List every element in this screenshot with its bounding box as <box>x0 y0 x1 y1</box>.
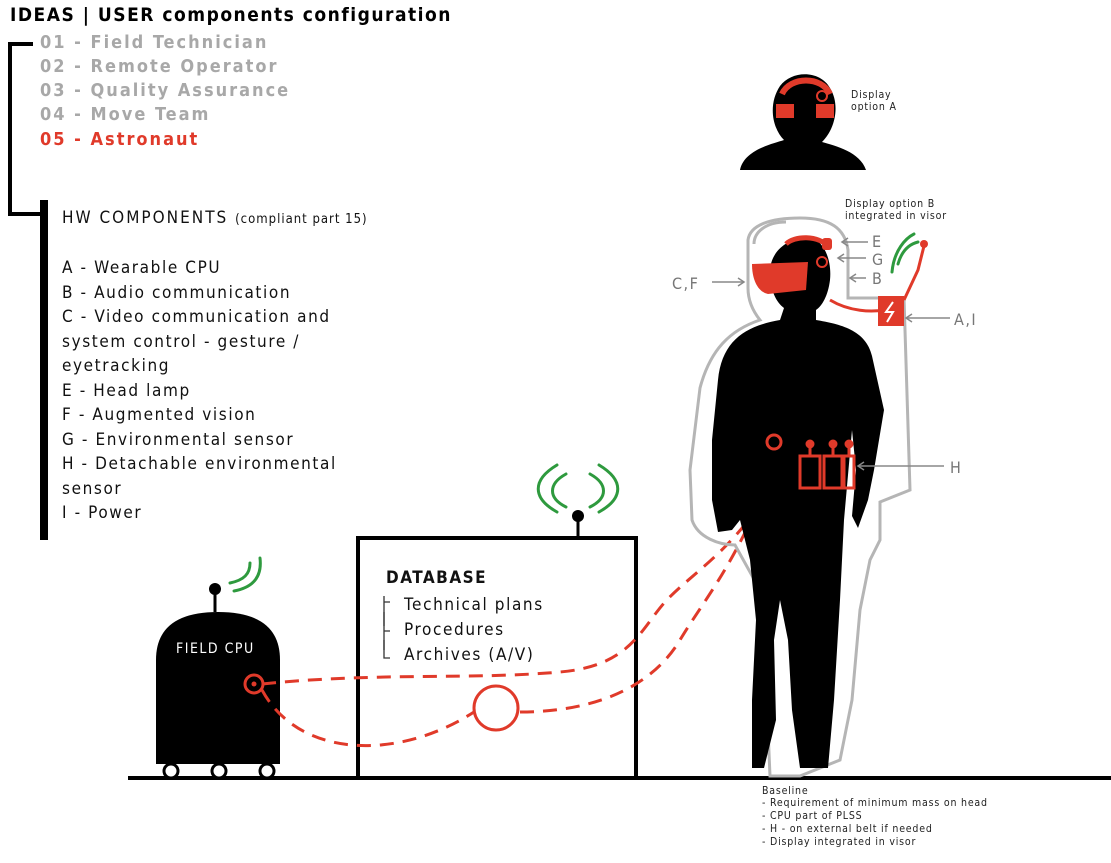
callout-h: H <box>950 458 963 477</box>
network-node <box>472 684 520 732</box>
display-option-b-label-2: integrated in visor <box>845 210 947 222</box>
callout-g: G <box>872 250 885 269</box>
ground-line <box>128 776 1111 780</box>
display-option-a-head <box>740 74 866 170</box>
baseline-item: - H - on external belt if needed <box>762 823 933 835</box>
plss-unit <box>829 240 928 326</box>
field-cpu-label: FIELD CPU <box>176 641 255 657</box>
hw-item: C - Video communication and <box>62 307 331 327</box>
role-field-technician[interactable]: 01 - Field Technician <box>40 32 269 53</box>
helmet-display-visor <box>752 220 832 294</box>
database-title: DATABASE <box>386 568 488 588</box>
role-quality-assurance[interactable]: 03 - Quality Assurance <box>40 80 291 101</box>
hw-item: H - Detachable environmental <box>62 454 337 474</box>
role-bracket <box>8 42 40 216</box>
database-item: Procedures <box>404 620 505 640</box>
baseline-item: - CPU part of PLSS <box>762 810 863 822</box>
astronaut-body <box>712 237 884 769</box>
callout-arrows <box>712 237 950 471</box>
role-remote-operator[interactable]: 02 - Remote Operator <box>40 56 279 77</box>
callout-e: E <box>872 232 883 251</box>
role-move-team[interactable]: 04 - Move Team <box>40 104 211 125</box>
baseline-item: - Requirement of minimum mass on head <box>762 797 988 809</box>
belt-sensor-h <box>765 433 856 490</box>
field-cpu-signal-icon <box>228 556 262 593</box>
hw-item: E - Head lamp <box>62 381 191 401</box>
baseline-title: Baseline <box>762 785 809 797</box>
hw-item: sensor <box>62 479 123 499</box>
hw-components-bar <box>40 200 48 540</box>
database-item: Technical plans <box>404 595 544 615</box>
hw-item: I - Power <box>62 503 143 523</box>
field-cpu-robot <box>156 583 280 780</box>
hw-item: B - Audio communication <box>62 283 292 303</box>
page-title: IDEAS | USER components configuration <box>10 4 452 26</box>
display-option-a-label-1: Display <box>851 89 892 101</box>
database-signal-icon <box>536 463 620 514</box>
baseline-item: - Display integrated in visor <box>762 836 917 848</box>
callout-a-i: A,I <box>954 310 978 329</box>
hw-components-title: HW COMPONENTS (compliant part 15) <box>62 208 368 228</box>
display-option-b-label-1: Display option B <box>845 198 935 210</box>
hw-subtitle: (compliant part 15) <box>235 212 368 227</box>
astronaut-signal-icon <box>890 232 920 274</box>
database-box <box>356 510 638 776</box>
hw-item: A - Wearable CPU <box>62 258 222 278</box>
database-item: Archives (A/V) <box>404 645 535 665</box>
hw-item: system control - gesture / <box>62 332 301 352</box>
hw-item: eyetracking <box>62 356 171 376</box>
callout-b: B <box>872 269 884 288</box>
role-astronaut[interactable]: 05 - Astronaut <box>40 129 200 150</box>
hw-item: G - Environmental sensor <box>62 430 295 450</box>
callout-c-f: C,F <box>672 274 700 293</box>
hw-title-text: HW COMPONENTS <box>62 208 229 228</box>
hw-item: F - Augmented vision <box>62 405 257 425</box>
display-option-a-label-2: option A <box>851 101 897 113</box>
